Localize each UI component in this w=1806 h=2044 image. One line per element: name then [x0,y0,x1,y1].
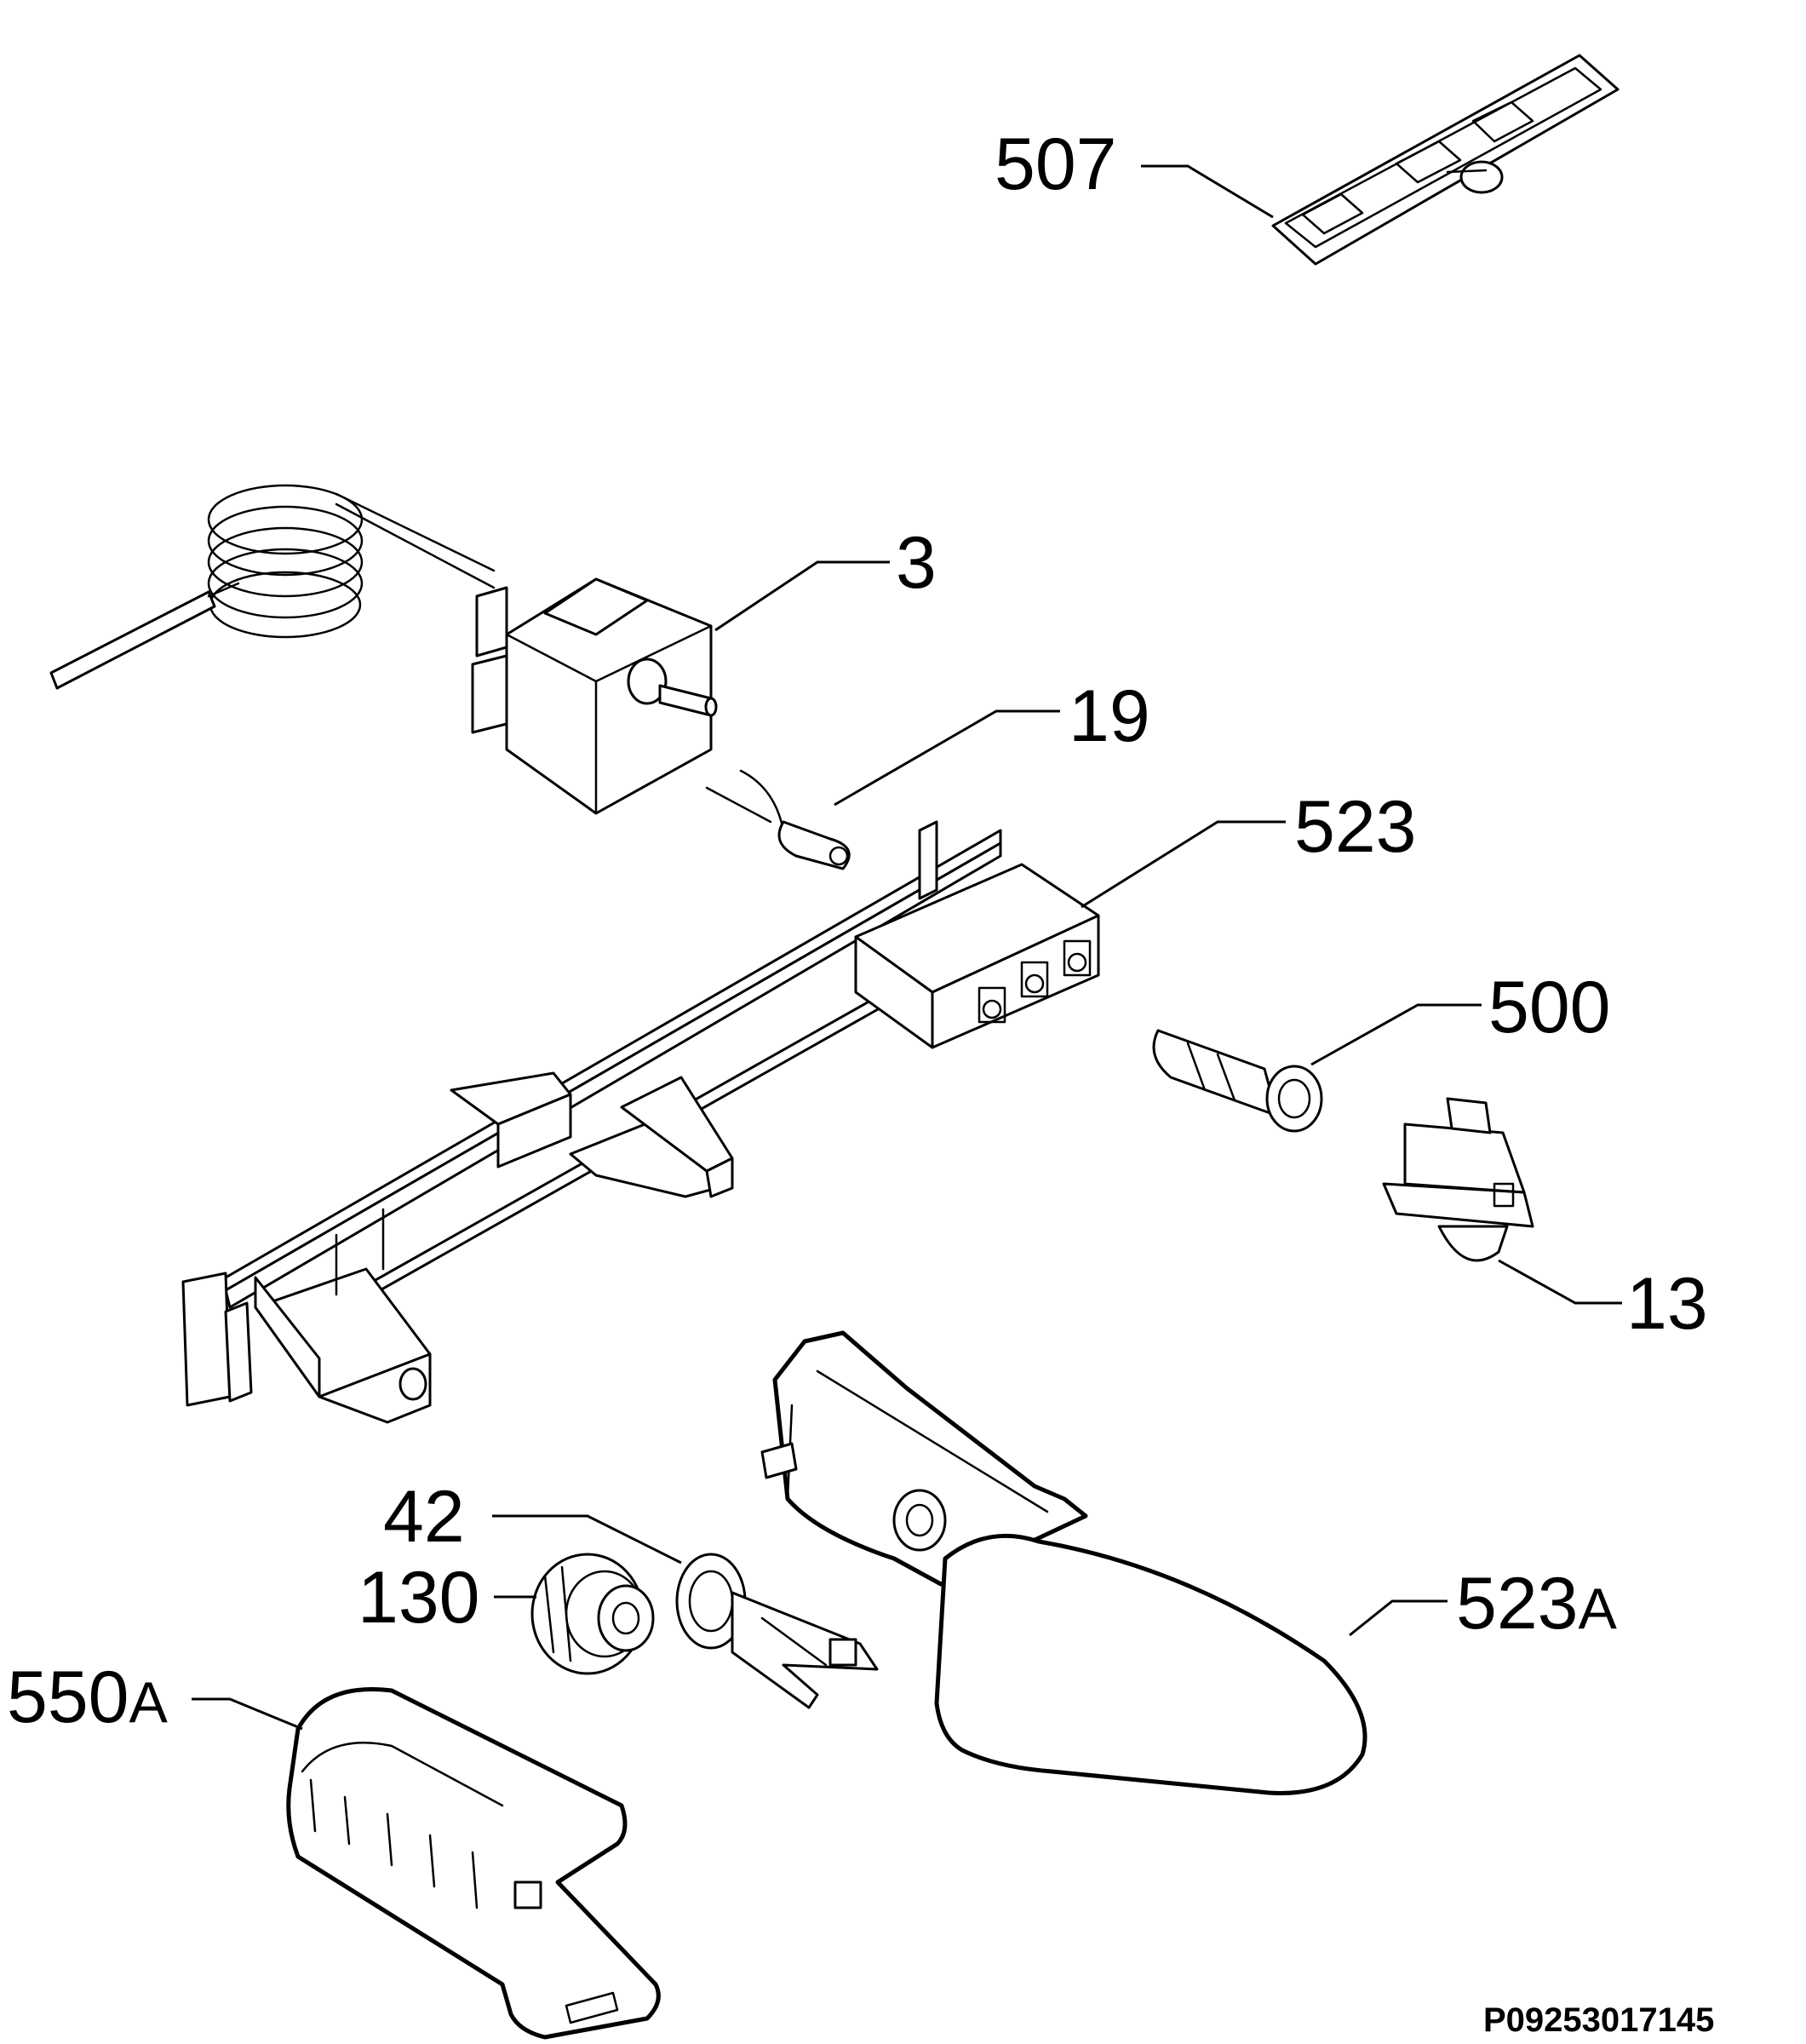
leader-550a [192,1697,303,1731]
leader-523a [1349,1599,1448,1637]
leader-lines [192,164,1622,1731]
leader-3 [714,560,890,632]
callout-550a: 550A [7,1656,169,1738]
callout-13: 13 [1626,1263,1708,1345]
part-3-thermostat [49,484,718,815]
callout-523a-suffix: A [1579,1576,1618,1641]
leader-500 [1310,1003,1482,1066]
part-13-switch [1382,1097,1534,1262]
leader-19 [834,709,1060,807]
callout-523: 523 [1294,786,1417,868]
callout-500: 500 [1488,967,1611,1048]
leader-507 [1141,164,1274,219]
callout-523a: 523A [1456,1563,1618,1645]
part-130-knob [530,1553,655,1675]
part-19-lamp [705,769,851,870]
leader-523 [1081,820,1286,909]
callout-labels: 507 3 19 523 500 13 42 130 523A 550A [7,123,1708,1738]
callout-550a-number: 550 [7,1656,129,1738]
part-523-rail-frame [181,820,1100,1424]
part-500-lamp-holder [1152,1029,1323,1133]
leader-42 [492,1514,682,1565]
callout-550a-suffix: A [129,1670,169,1735]
part-550a-lamp-guard [286,1686,661,2040]
part-523a-lamp-cover [760,1330,1367,1795]
callout-42: 42 [383,1476,465,1558]
callout-130: 130 [358,1557,480,1639]
callout-3: 3 [896,522,937,604]
callout-507: 507 [995,123,1117,205]
document-id: P09253017145 [1483,2001,1714,2039]
part-42-lamp-socket [675,1553,879,1709]
part-507-filter-strip [1271,54,1620,266]
callout-19: 19 [1069,675,1150,757]
callout-523a-number: 523 [1456,1563,1579,1645]
leader-13 [1498,1259,1622,1305]
